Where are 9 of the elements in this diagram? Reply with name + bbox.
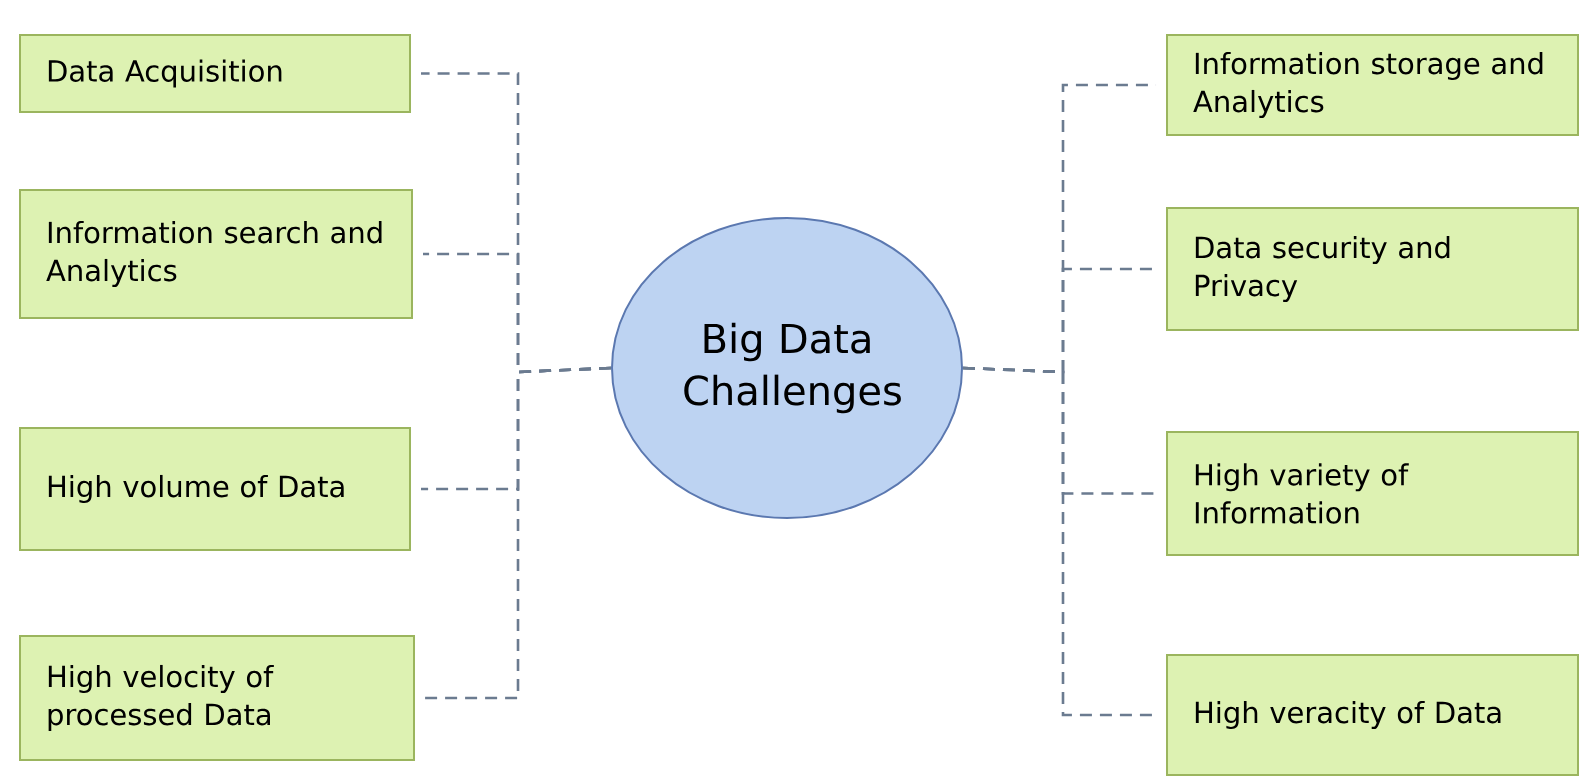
- text-box: Data security and Privacy: [1166, 207, 1579, 331]
- text-box: High volume of Data: [19, 427, 411, 551]
- connector-line: [425, 366, 612, 700]
- text-box: High variety of Information: [1166, 431, 1579, 556]
- text-box: Information search and Analytics: [19, 189, 413, 319]
- text-box: High velocity of processed Data: [19, 635, 415, 761]
- text-box: High veracity of Data: [1166, 654, 1579, 776]
- text-box: Data Acquisition: [19, 34, 411, 113]
- text-box: Information storage and Analytics: [1166, 34, 1579, 136]
